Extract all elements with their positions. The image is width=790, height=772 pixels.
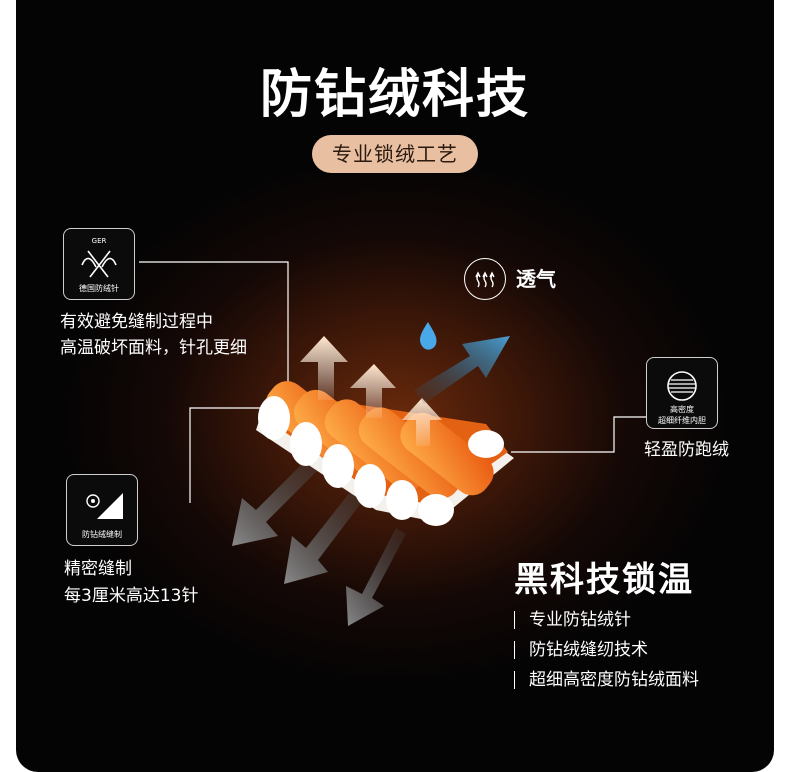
stitch-desc-line-2: 每3厘米高达13针 — [64, 586, 199, 606]
breathable-icon — [464, 258, 506, 300]
fiber-badge-caption-2: 超细纤维内胆 — [658, 416, 706, 425]
product-feature-panel: 防钻绒科技 专业锁绒工艺 透气 GER 德国防绒针 有效避免缝制过程中 高温破坏… — [16, 0, 774, 772]
needle-desc-line-2: 高温破坏面料，针孔更细 — [60, 338, 247, 358]
stitch-badge: 防钻绒缝制 — [66, 474, 138, 546]
needle-badge-top: GER — [91, 237, 107, 245]
page-title: 防钻绒科技 — [259, 65, 530, 125]
fiber-badge-caption-1: 高密度 — [670, 405, 694, 414]
water-drop-icon — [420, 322, 437, 350]
feature-item-1: 专业防钻绒针 — [514, 611, 631, 629]
needle-desc-line-1: 有效避免缝制过程中 — [60, 312, 213, 332]
callout-lines — [139, 261, 646, 503]
needle-badge: GER 德国防绒针 — [63, 228, 135, 300]
breathable-label: 透气 — [516, 267, 556, 291]
airflow-icon — [475, 271, 495, 288]
fabric-layer — [256, 381, 514, 526]
stitch-badge-caption: 防钻绒缝制 — [82, 530, 122, 539]
feature-title: 黑科技锁温 — [514, 560, 694, 600]
fiber-icon — [667, 371, 697, 401]
cold-arrows — [232, 450, 416, 626]
fiber-desc: 轻盈防跑绒 — [644, 440, 729, 460]
fabric-illustration — [139, 261, 646, 626]
subtitle-badge: 专业锁绒工艺 — [312, 135, 478, 173]
feature-item-3: 超细高密度防钻绒面料 — [514, 671, 699, 689]
needle-badge-caption: 德国防绒针 — [79, 284, 119, 293]
stitch-icon — [86, 493, 123, 519]
needle-icon — [81, 250, 117, 278]
breath-arrow — [414, 336, 510, 404]
warm-arrows — [300, 336, 442, 446]
feature-item-2: 防钻绒缝纫技术 — [514, 641, 648, 659]
stitch-desc-line-1: 精密缝制 — [64, 559, 132, 579]
fiber-badge: 高密度 超细纤维内胆 — [646, 357, 718, 429]
